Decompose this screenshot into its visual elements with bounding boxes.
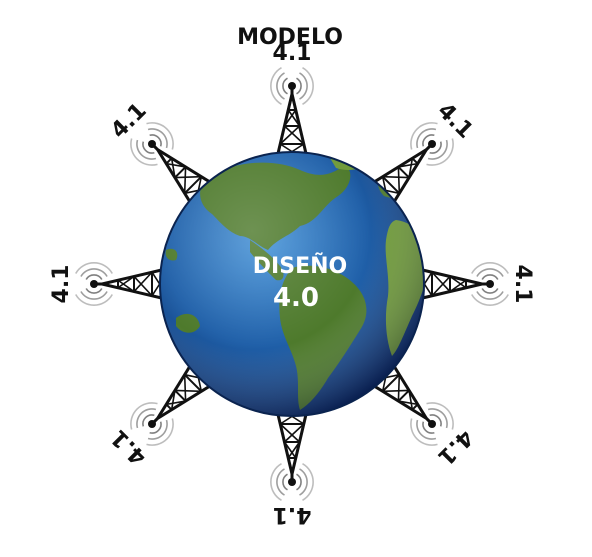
radio-tower-5: 4.1 — [270, 404, 314, 527]
radio-tower-icon — [90, 264, 172, 304]
tower-label: 4.1 — [106, 98, 151, 143]
signal-waves-icon — [130, 402, 174, 446]
signal-waves-icon — [75, 262, 113, 306]
radio-tower-icon — [272, 404, 312, 486]
radio-tower-1: 4.1 — [270, 41, 314, 164]
tower-label: 4.1 — [510, 265, 535, 304]
signal-waves-icon — [410, 402, 454, 446]
signal-waves-icon — [130, 122, 174, 166]
signal-waves-icon — [471, 262, 509, 306]
diagram-title: MODELO — [237, 25, 343, 50]
signal-waves-icon — [410, 122, 454, 166]
tower-label: 4.1 — [432, 424, 477, 469]
signal-waves-icon — [270, 67, 314, 105]
tower-label: 4.1 — [273, 41, 312, 66]
radio-tower-icon — [272, 82, 312, 164]
radio-tower-7: 4.1 — [49, 262, 172, 306]
globe-icon — [159, 151, 425, 417]
signal-waves-icon — [270, 463, 314, 501]
tower-label: 4.1 — [106, 424, 151, 469]
tower-label: 4.1 — [273, 502, 312, 527]
radio-tower-3: 4.1 — [412, 262, 535, 306]
tower-label: 4.1 — [49, 265, 74, 304]
center-version: 4.0 — [273, 283, 319, 313]
radio-tower-icon — [412, 264, 494, 304]
tower-label: 4.1 — [432, 98, 477, 143]
center-title: DISEÑO — [253, 253, 347, 279]
